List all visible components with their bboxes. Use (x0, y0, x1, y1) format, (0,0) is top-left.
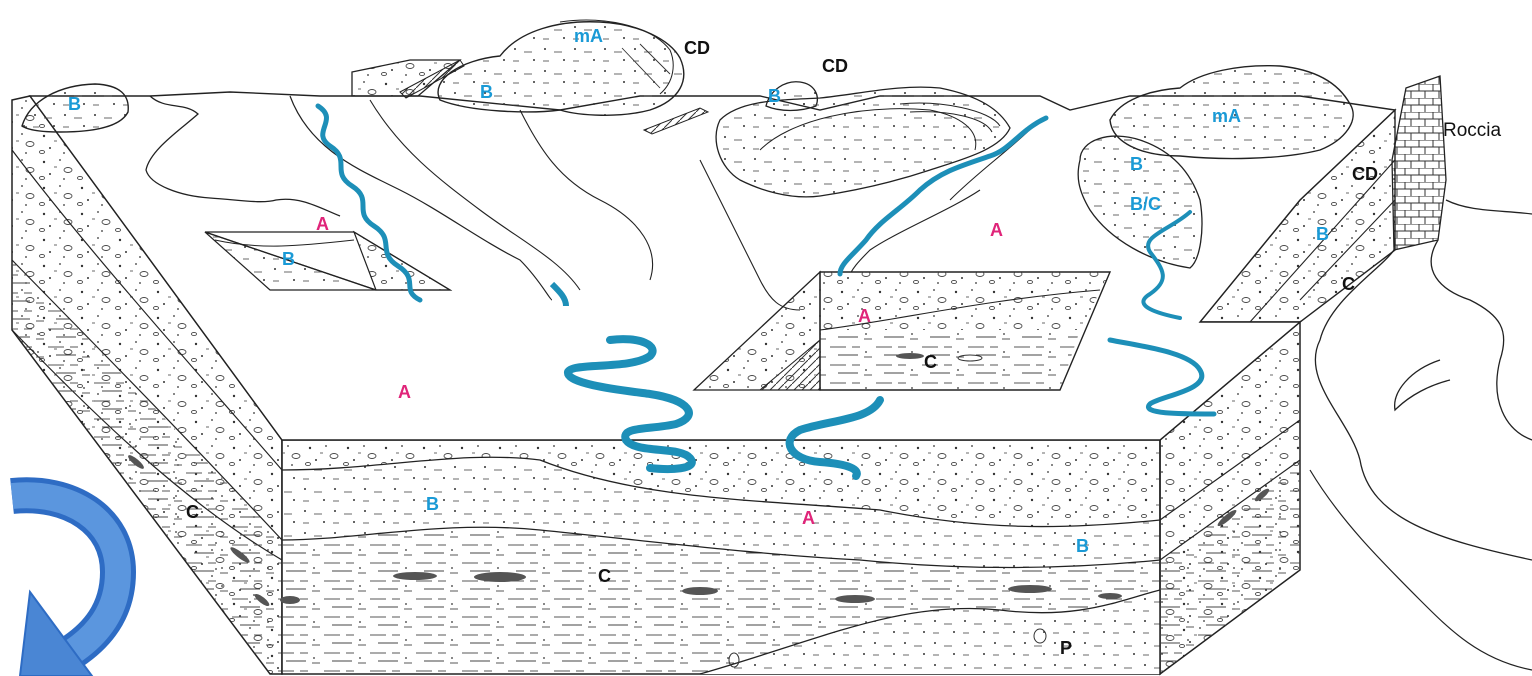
label-a-pit2: A (858, 306, 871, 326)
label-a-pit1: A (316, 214, 329, 234)
front-face (280, 440, 1160, 674)
label-cd-top: CD (684, 38, 710, 58)
label-a-front: A (802, 508, 815, 528)
label-ma-top: mA (574, 26, 603, 46)
label-b-mound: B (480, 82, 493, 102)
label-c-front: C (598, 566, 611, 586)
label-p-front: P (1060, 638, 1072, 658)
label-c-rightwall: C (1342, 274, 1355, 294)
label-c-pit2: C (924, 352, 937, 372)
label-b-rightwall: B (1316, 224, 1329, 244)
label-bc-right: B/C (1130, 194, 1161, 214)
label-a-plain-left: A (398, 382, 411, 402)
label-cd-right: CD (1352, 164, 1378, 184)
curved-arrow-icon (12, 495, 118, 676)
label-b-right: B (1130, 154, 1143, 174)
label-b-front-right: B (1076, 536, 1089, 556)
label-roccia: Roccia (1443, 120, 1502, 141)
label-b-small: B (768, 86, 781, 106)
label-b-topleft: B (68, 94, 81, 114)
label-a-plain-center: A (990, 220, 1003, 240)
label-c-leftwall: C (186, 502, 199, 522)
label-cd-mid: CD (822, 56, 848, 76)
label-b-front: B (426, 494, 439, 514)
label-ma-right: mA (1212, 106, 1241, 126)
label-b-pit1: B (282, 249, 295, 269)
